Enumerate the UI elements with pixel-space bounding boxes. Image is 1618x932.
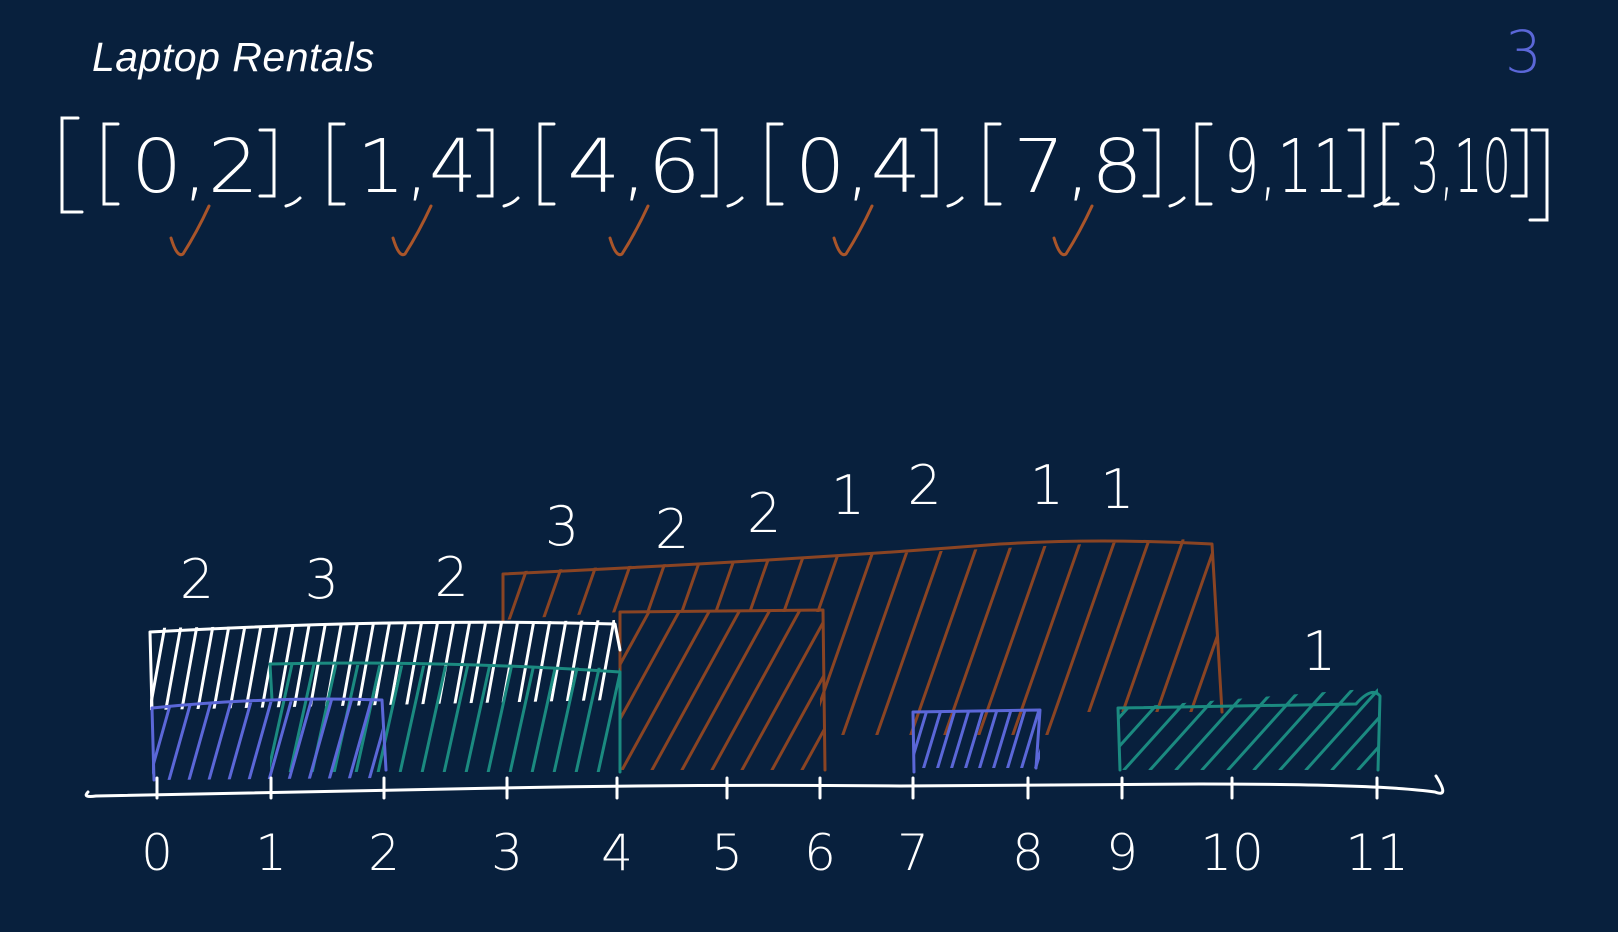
comma	[284, 196, 302, 208]
tick-label: 11	[1345, 824, 1409, 882]
number-line-axis	[84, 774, 1445, 798]
overlap-count-label: 2	[655, 498, 689, 561]
check-icon	[391, 204, 433, 257]
hatch-fill	[1118, 688, 1378, 770]
close-bracket	[1142, 128, 1160, 198]
interval-item: 7,8	[984, 122, 1186, 210]
overlap-count-label: 2	[907, 454, 941, 517]
comma	[946, 196, 964, 208]
overlap-count-label: 3	[305, 548, 339, 611]
interval-item: 0,4	[766, 122, 964, 210]
interval-item: 1,4	[328, 122, 520, 210]
interval-outline	[148, 620, 622, 712]
interval-bar-0-4	[148, 620, 622, 712]
page-title: Laptop Rentals	[92, 34, 375, 80]
interval-outline	[618, 608, 827, 772]
tick-label: 8	[1012, 824, 1044, 882]
comma	[726, 196, 744, 208]
close-bracket	[1347, 128, 1365, 198]
interval-text: 3,10	[1411, 124, 1511, 210]
overlap-count-label: 1	[1302, 620, 1336, 683]
tick-label: 0	[141, 824, 173, 882]
tick-label: 9	[1106, 824, 1138, 882]
outer-open-bracket	[60, 116, 84, 214]
check-icon	[832, 204, 874, 257]
interval-text: 9,11	[1224, 124, 1348, 210]
comma	[502, 196, 520, 208]
tick-label: 7	[897, 824, 929, 882]
tick-label: 6	[804, 824, 836, 882]
overlap-count-label: 1	[1100, 458, 1134, 521]
check-icon	[608, 204, 650, 257]
interval-item: 0,2	[102, 122, 302, 210]
open-bracket	[328, 122, 346, 206]
outer-close-bracket	[1528, 128, 1549, 222]
overlap-count-label: 2	[747, 482, 781, 545]
close-bracket	[1510, 128, 1528, 198]
check-icon	[1052, 204, 1094, 257]
overlap-count-label: 2	[180, 548, 214, 611]
interval-text: 1,4	[357, 124, 477, 210]
tick-label: 10	[1200, 824, 1264, 882]
tick-label: 2	[368, 824, 400, 882]
overlap-count-label: 1	[1030, 454, 1064, 517]
close-bracket	[920, 128, 938, 198]
interval-bar-4-6	[618, 608, 827, 772]
interval-bar-9-11	[1116, 688, 1382, 772]
open-bracket	[1195, 122, 1213, 206]
close-bracket	[258, 128, 276, 198]
interval-bar-0-2	[150, 697, 388, 782]
overlap-count-label: 1	[831, 464, 865, 527]
interval-shapes	[148, 538, 1382, 782]
interval-text: 7,8	[1013, 124, 1143, 210]
interval-item: 4,6	[538, 122, 744, 210]
interval-list: 0,2 1,4 4,6 0,4 7,8 9,11 3,10	[60, 116, 1549, 257]
hatch-fill	[150, 620, 615, 710]
tick-label: 3	[491, 824, 523, 882]
interval-text: 0,4	[795, 124, 921, 210]
interval-bar-3-10	[501, 538, 1224, 735]
interval-outline	[150, 697, 388, 782]
interval-text: 0,2	[131, 124, 259, 210]
answer-value: 3	[1505, 18, 1542, 86]
hatch-fill	[620, 610, 823, 770]
tick-label: 1	[255, 824, 287, 882]
interval-outline	[501, 539, 1224, 714]
open-bracket	[538, 122, 556, 206]
tick-label: 5	[711, 824, 743, 882]
hatch-fill	[152, 698, 382, 780]
open-bracket	[1382, 122, 1400, 206]
interval-item: 3,10	[1382, 122, 1528, 210]
tick-label: 4	[601, 824, 633, 882]
overlap-count-label: 2	[434, 546, 468, 609]
check-icon	[169, 204, 211, 257]
overlap-count-label: 3	[545, 495, 579, 558]
close-bracket	[700, 128, 718, 198]
checkmarks	[169, 204, 1094, 257]
comma	[1168, 196, 1186, 208]
open-bracket	[766, 122, 784, 206]
interval-item: 9,11	[1195, 122, 1391, 210]
interval-outline	[1116, 690, 1382, 772]
interval-bar-7-8	[911, 708, 1042, 774]
interval-outline	[268, 661, 622, 774]
interval-items: 0,2 1,4 4,6 0,4 7,8 9,11 3,10	[102, 122, 1528, 210]
close-bracket	[476, 128, 494, 198]
interval-outline	[911, 708, 1042, 774]
interval-text: 4,6	[567, 124, 701, 210]
open-bracket	[984, 122, 1002, 206]
open-bracket	[102, 122, 120, 206]
number-line-ticks: 0 1 2 3 4 5 6 7 8 9 10 11	[141, 776, 1409, 882]
hatch-fill	[913, 710, 1040, 768]
